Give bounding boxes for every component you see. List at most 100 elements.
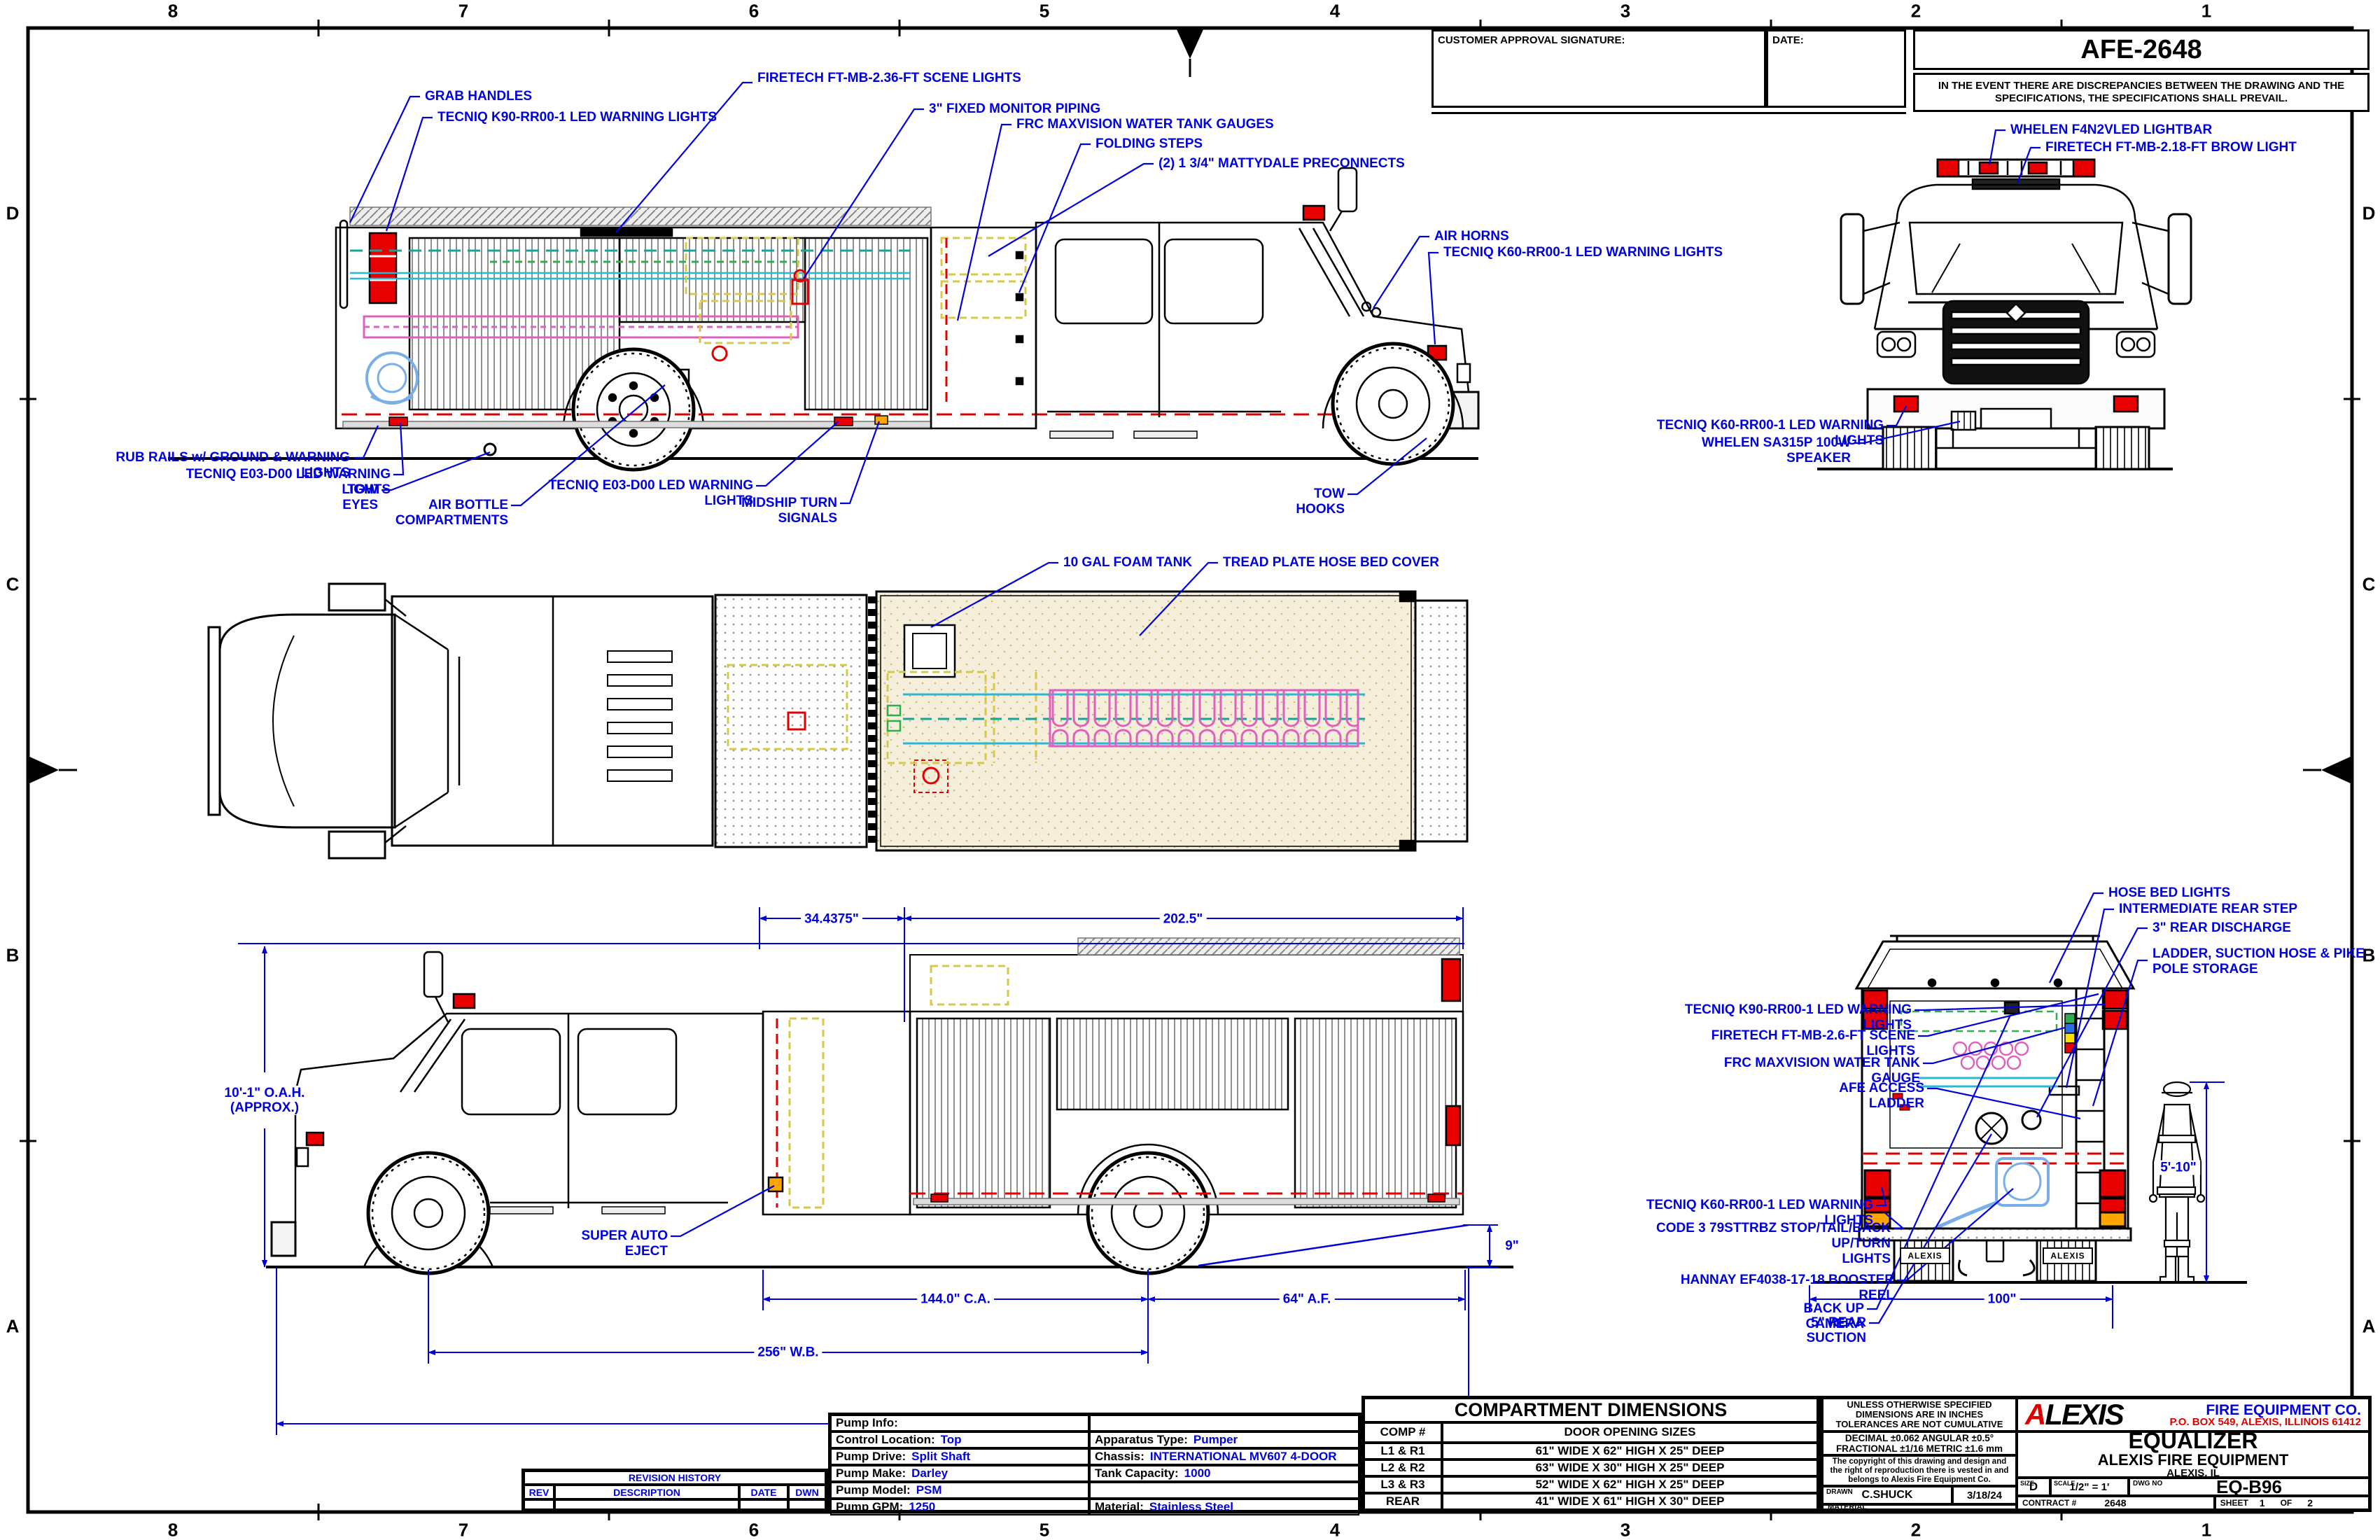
model-name-block: EQUALIZER ALEXIS FIRE EQUIPMENT ALEXIS, … — [2017, 1431, 2370, 1478]
chassis-cell: Chassis:INTERNATIONAL MV607 4-DOOR — [1089, 1448, 1359, 1465]
zone-col-7: 7 — [458, 0, 469, 22]
control-location-cell: Control Location:Top — [830, 1432, 1089, 1448]
dim-pump-module-length: 34.4375" — [801, 911, 862, 927]
control-location-value: Top — [940, 1433, 962, 1446]
material-value: Stainless Steel — [1149, 1500, 1233, 1513]
zone-row-b2: B — [2362, 944, 2376, 966]
callout-grab-handles: GRAB HANDLES — [425, 89, 533, 104]
callout-super-auto-eject: SUPER AUTO EJECT — [581, 1228, 668, 1259]
zone-col-1b: 1 — [2201, 1519, 2212, 1540]
company-address: P.O. BOX 549, ALEXIS, ILLINOIS 61412 — [2169, 1415, 2361, 1428]
model-name: EQUALIZER — [2128, 1431, 2258, 1454]
copyright-note: The copyright of this drawing and design… — [1822, 1455, 2017, 1486]
callout-tecniq-e03-mid: TECNIQ E03-D00 LED WARNING LIGHTS — [548, 478, 753, 508]
revision-cell-description[interactable] — [554, 1499, 739, 1510]
tank-capacity-cell: Tank Capacity:1000 — [1089, 1465, 1359, 1482]
callout-mattydale: (2) 1 3/4" MATTYDALE PRECONNECTS — [1158, 156, 1405, 171]
pump-gpm-cell: Pump GPM:1250 — [830, 1499, 1089, 1516]
revision-cell-date[interactable] — [739, 1499, 788, 1510]
callout-air-bottle: AIR BOTTLE COMPARTMENTS — [395, 498, 508, 528]
revision-history-block: REVISION HISTORY REV DESCRIPTION DATE DW… — [522, 1469, 828, 1512]
material-row: MATERIAL — [1822, 1504, 2017, 1510]
firefighter-figure — [2148, 1081, 2206, 1284]
pump-info-blank-1 — [1089, 1415, 1359, 1432]
zone-col-3: 3 — [1620, 0, 1631, 22]
dim-overall-height: 10'-1" O.A.H. (APPROX.) — [220, 1086, 309, 1115]
callout-folding-steps: FOLDING STEPS — [1096, 136, 1203, 151]
zone-col-2b: 2 — [1910, 1519, 1921, 1540]
scale-cell: SCALE 1/2" = 1' — [2050, 1478, 2129, 1496]
comp-header-sizes: DOOR OPENING SIZES — [1442, 1422, 1818, 1443]
comp-row-1-size: 61" WIDE X 62" HIGH X 25" DEEP — [1442, 1443, 1818, 1460]
callout-tow-hooks: TOW HOOKS — [1296, 486, 1345, 517]
approval-date-label: DATE: — [1772, 34, 1804, 46]
zone-row-d2: D — [2362, 202, 2376, 224]
side-view-right-drawing — [266, 937, 1513, 1275]
disclaimer-text: IN THE EVENT THERE ARE DISCREPANCIES BET… — [1938, 80, 2345, 104]
zone-col-8b: 8 — [167, 1519, 178, 1540]
customer-approval-label: CUSTOMER APPROVAL SIGNATURE: — [1438, 34, 1625, 46]
pump-make-cell: Pump Make:Darley — [830, 1465, 1089, 1482]
drawing-code-box: AFE-2648 — [1913, 29, 2370, 70]
callout-whelen-speaker: WHELEN SA315P 100W SPEAKER — [1702, 435, 1851, 465]
sheet-no: 1 — [2259, 1497, 2265, 1508]
contract-cell: CONTRACT # 2648 — [2017, 1496, 2215, 1510]
comp-row-2-size: 63" WIDE X 30" HIGH X 25" DEEP — [1442, 1460, 1818, 1476]
compartment-dimensions-block: COMPARTMENT DIMENSIONS COMP # DOOR OPENI… — [1362, 1396, 1820, 1512]
mud-flap-right: ALEXIS — [2043, 1247, 2093, 1264]
size-value: D — [2029, 1480, 2038, 1493]
revision-header-date: DATE — [739, 1485, 788, 1499]
zone-row-a2: A — [2362, 1315, 2376, 1337]
revision-cell-rev[interactable] — [524, 1499, 554, 1510]
comp-row-2-id: L2 & R2 — [1364, 1460, 1442, 1476]
dim-rear-step-depth: 9" — [1502, 1238, 1522, 1254]
callout-rear-suction: 5" REAR SUCTION — [1806, 1315, 1867, 1345]
apparatus-type-value: Pumper — [1193, 1433, 1238, 1446]
tank-capacity-value: 1000 — [1184, 1466, 1211, 1480]
logo-letter-a: A — [2025, 1398, 2046, 1431]
callout-code3-lights: CODE 3 79STTRBZ STOP/TAIL/BACK UP/TURN L… — [1656, 1221, 1891, 1266]
comp-header-num: COMP # — [1364, 1422, 1442, 1443]
customer-approval-box[interactable]: CUSTOMER APPROVAL SIGNATURE: — [1432, 29, 1766, 108]
zone-col-6b: 6 — [748, 1519, 760, 1540]
zone-col-7b: 7 — [458, 1519, 469, 1540]
comp-row-1-id: L1 & R1 — [1364, 1443, 1442, 1460]
side-view-left-drawing — [168, 167, 1480, 472]
tolerance-note: UNLESS OTHERWISE SPECIFIED DIMENSIONS AR… — [1822, 1398, 2017, 1432]
zone-col-5: 5 — [1039, 0, 1050, 22]
callout-rub-rails: RUB RAILS w/ GROUND & WARNING LIGHTS — [115, 450, 350, 480]
callout-foam-tank: 10 GAL FOAM TANK — [1063, 555, 1193, 570]
callout-firetech-26: FIRETECH FT-MB-2.6-FT SCENE LIGHTS — [1711, 1028, 1915, 1058]
comp-row-3-id: L3 & R3 — [1364, 1476, 1442, 1493]
revision-header-dwn: DWN — [788, 1485, 826, 1499]
callout-firetech-scene-lights: FIRETECH FT-MB-2.36-FT SCENE LIGHTS — [757, 71, 1021, 85]
pump-drive-cell: Pump Drive:Split Shaft — [830, 1448, 1089, 1465]
dim-firefighter-height: 5'-10" — [2157, 1160, 2200, 1175]
revision-cell-dwn[interactable] — [788, 1499, 826, 1510]
callout-tecniq-k90-side: TECNIQ K90-RR00-1 LED WARNING LIGHTS — [438, 110, 718, 125]
scale-value: 1/2" = 1' — [2069, 1480, 2110, 1493]
dim-body-length: 202.5" — [1159, 911, 1207, 927]
zone-col-8: 8 — [167, 0, 178, 22]
callout-backup-camera: BACK UP CAMERA — [1803, 1301, 1864, 1331]
material-cell: Material:Stainless Steel — [1089, 1499, 1359, 1516]
callout-rear-discharge: 3" REAR DISCHARGE — [2152, 920, 2291, 935]
pump-info-blank-2 — [1089, 1482, 1359, 1499]
callout-whelen-lightbar: WHELEN F4N2VLED LIGHTBAR — [2010, 122, 2213, 137]
revision-header-rev: REV — [524, 1485, 554, 1499]
zone-col-4: 4 — [1329, 0, 1340, 22]
callout-frc-gauge-rear: FRC MAXVISION WATER TANK GAUGE — [1723, 1056, 1920, 1086]
comp-row-3-size: 52" WIDE X 62" HIGH X 25" DEEP — [1442, 1476, 1818, 1493]
revision-title: REVISION HISTORY — [524, 1471, 826, 1485]
callout-leaders — [349, 81, 2148, 1324]
contract-no: 2648 — [2104, 1497, 2127, 1508]
pump-model-value: PSM — [916, 1483, 942, 1497]
pump-info-label: Pump Info: — [830, 1415, 1089, 1432]
approval-date-box[interactable]: DATE: — [1766, 29, 1906, 108]
dimension-lines — [238, 907, 2225, 1435]
zone-col-3b: 3 — [1620, 1519, 1631, 1540]
dim-after-frame: 64" A.F. — [1279, 1292, 1335, 1307]
title-block: UNLESS OTHERWISE SPECIFIED DIMENSIONS AR… — [1820, 1396, 2372, 1512]
